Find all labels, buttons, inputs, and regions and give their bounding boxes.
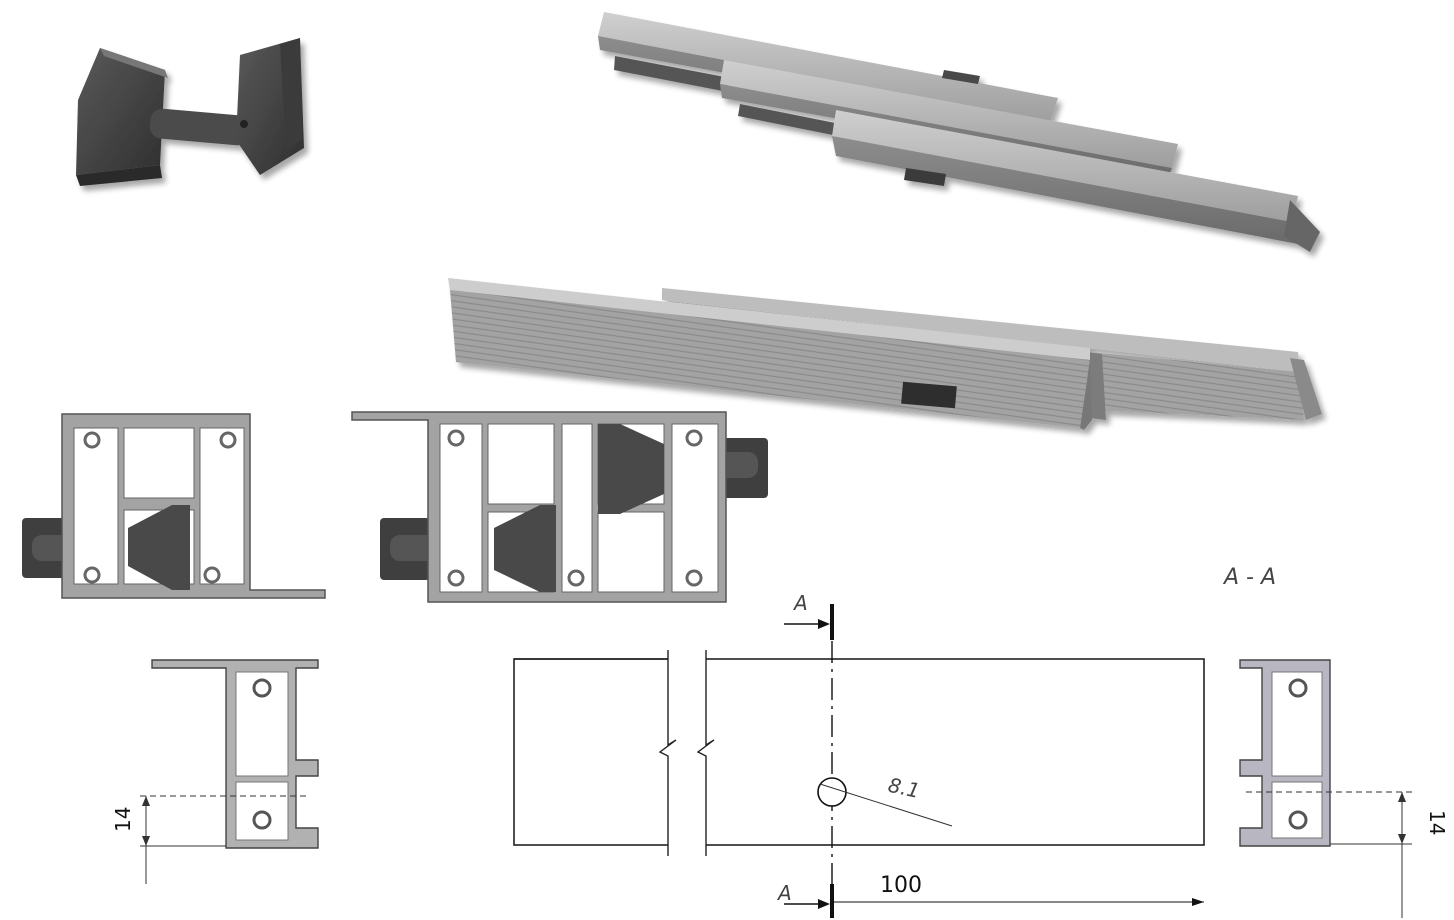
left-dimension-label: 14 (111, 807, 135, 832)
section-a-a-profile (1239, 659, 1412, 918)
handle-3d-render (76, 38, 304, 186)
section-view-double-profile (351, 411, 768, 603)
telescopic-rail-3d-render (598, 12, 1320, 252)
box-profile-3d-render (448, 278, 1322, 430)
cut-mark-top-label: A (792, 591, 808, 615)
drill-hole (817, 777, 847, 807)
part-elevation-view (513, 604, 1205, 918)
right-dimension-label: 14 (1425, 810, 1449, 835)
section-view-single-profile (22, 413, 326, 599)
section-title: A - A (1222, 565, 1276, 590)
cut-mark-bottom-label: A (776, 881, 792, 905)
hole-offset-dimension-label: 100 (880, 873, 922, 898)
profile-section-with-dimension (140, 659, 319, 884)
